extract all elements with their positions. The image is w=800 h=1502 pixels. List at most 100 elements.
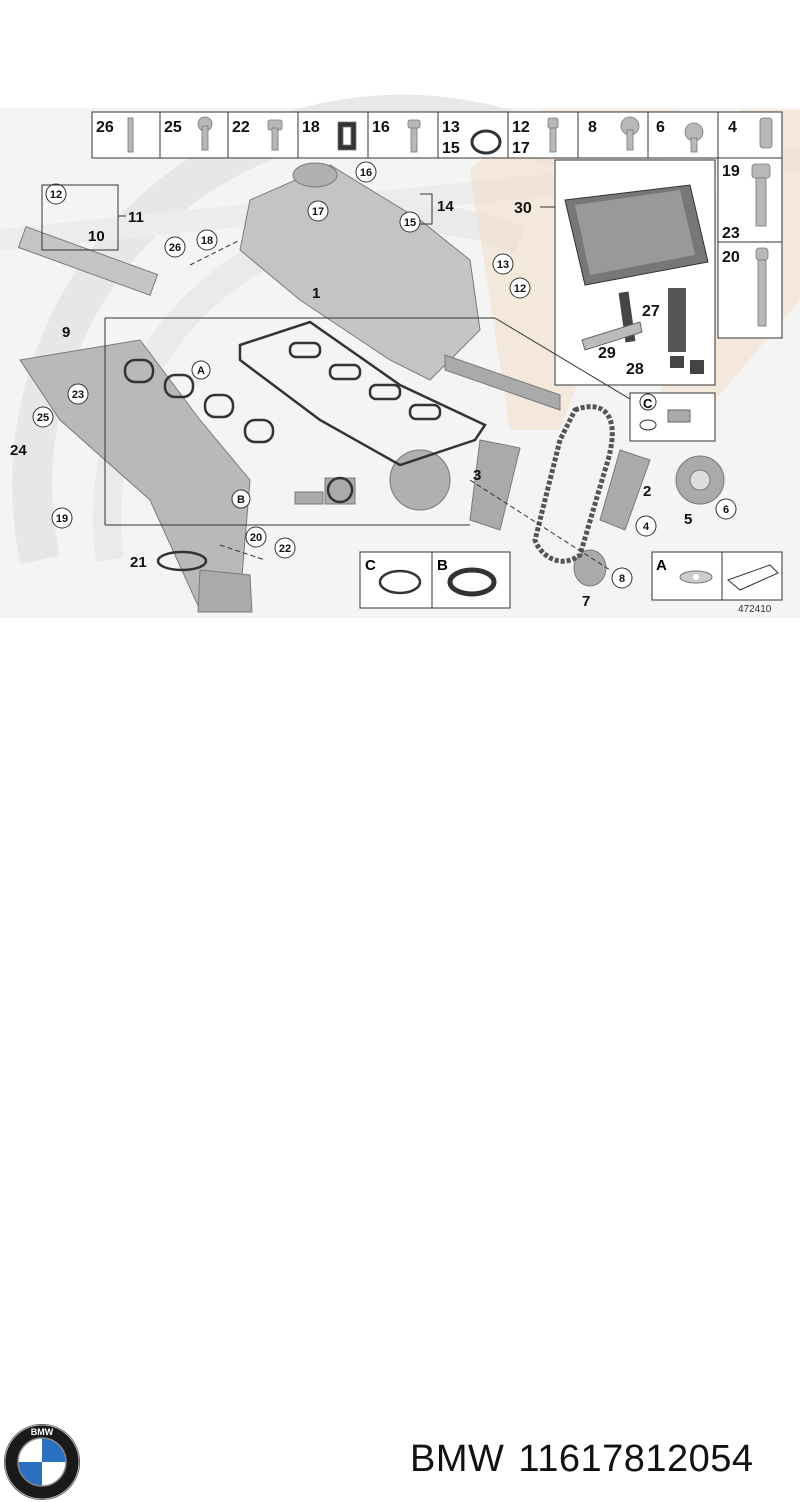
kit-label-29: 29 bbox=[598, 345, 616, 362]
ring-seal-c bbox=[378, 569, 422, 595]
right-label-20: 20 bbox=[722, 249, 740, 266]
callout-2: 2 bbox=[643, 483, 651, 500]
svg-text:17: 17 bbox=[312, 206, 324, 218]
vacuum-pump bbox=[389, 449, 451, 511]
svg-text:15: 15 bbox=[404, 217, 416, 229]
svg-text:19: 19 bbox=[56, 513, 68, 525]
circle-callout-18: 18 bbox=[196, 229, 218, 251]
right-label-19: 19 bbox=[722, 163, 740, 180]
circle-callout-6: 6 bbox=[715, 498, 737, 520]
header-row: 26 25 22 18 16 13 15 12 17 8 6 4 bbox=[91, 111, 783, 159]
leader-lines bbox=[104, 239, 641, 571]
circle-callout-19: 19 bbox=[51, 507, 73, 529]
callout-9: 9 bbox=[62, 324, 70, 341]
footer: BMW BMW 11617812054 bbox=[0, 700, 800, 1500]
circle-callout-25: 25 bbox=[32, 406, 54, 428]
o-ring-icon bbox=[470, 129, 502, 155]
detail-label-c-top: C bbox=[643, 396, 653, 411]
stud-icon bbox=[407, 119, 421, 129]
detail-box-label-c: C bbox=[365, 557, 376, 574]
svg-text:13: 13 bbox=[497, 259, 509, 271]
svg-text:8: 8 bbox=[619, 573, 625, 585]
gasket-set bbox=[123, 320, 487, 572]
header-label-0: 26 bbox=[96, 119, 114, 136]
kit-label-27: 27 bbox=[642, 303, 660, 320]
svg-text:20: 20 bbox=[250, 532, 262, 544]
detail-box-label-b: B bbox=[437, 557, 448, 574]
callout-10: 10 bbox=[88, 228, 105, 245]
svg-text:16: 16 bbox=[360, 167, 372, 179]
detail-box-label-a: A bbox=[656, 557, 667, 574]
circle-callout-13: 13 bbox=[492, 253, 514, 275]
circle-callout-16: 16 bbox=[355, 161, 377, 183]
header-label-5: 13 bbox=[442, 119, 460, 136]
flange-bolt-icon bbox=[751, 163, 771, 179]
circled-callouts: 4 6 8 12 12 13 15 16 17 18 19 20 22 23 2… bbox=[32, 161, 737, 589]
part-number: 11617812054 bbox=[518, 1438, 754, 1480]
ref-number: 472410 bbox=[738, 604, 772, 615]
svg-text:12: 12 bbox=[50, 189, 62, 201]
header-label-2: 22 bbox=[232, 119, 250, 136]
kit-label-30: 30 bbox=[514, 200, 532, 217]
callout-3: 3 bbox=[473, 467, 481, 484]
circle-callout-15: 15 bbox=[399, 211, 421, 233]
seal-detail-boxes: C B A 472410 bbox=[359, 551, 783, 615]
svg-text:23: 23 bbox=[72, 389, 84, 401]
callout-11: 11 bbox=[128, 209, 144, 226]
tensioner-rail bbox=[599, 449, 651, 531]
circle-callout-17: 17 bbox=[307, 200, 329, 222]
rubber-mount-icon bbox=[337, 121, 357, 151]
bmw-logo: BMW bbox=[4, 1424, 80, 1500]
circle-callout-8: 8 bbox=[611, 567, 633, 589]
svg-text:4: 4 bbox=[643, 521, 650, 533]
header-label-4: 16 bbox=[372, 119, 390, 136]
circle-callout-b: B bbox=[231, 489, 251, 509]
header-label-7: 8 bbox=[588, 119, 597, 136]
long-bolt-icon bbox=[755, 247, 769, 261]
svg-text:22: 22 bbox=[279, 543, 291, 555]
circle-callout-a: A bbox=[191, 360, 211, 380]
svg-text:12: 12 bbox=[514, 283, 526, 295]
timing-chain bbox=[532, 404, 615, 564]
arrow-tool-icon bbox=[727, 564, 779, 591]
header-label-3: 18 bbox=[302, 119, 320, 136]
callout-24: 24 bbox=[10, 442, 27, 459]
header-label-5b: 15 bbox=[442, 140, 460, 157]
guide-rail bbox=[469, 439, 521, 531]
svg-text:6: 6 bbox=[723, 504, 729, 516]
header-label-8: 6 bbox=[656, 119, 665, 136]
svg-text:26: 26 bbox=[169, 242, 181, 254]
callout-21: 21 bbox=[130, 554, 147, 571]
svg-text:25: 25 bbox=[37, 412, 49, 424]
header-label-9: 4 bbox=[728, 119, 737, 136]
callout-1: 1 bbox=[312, 285, 320, 302]
product-title: BMW 11617812054 bbox=[410, 1438, 768, 1481]
svg-text:A: A bbox=[197, 365, 205, 377]
right-column: 19 23 20 bbox=[717, 157, 783, 339]
header-label-6b: 17 bbox=[512, 140, 530, 157]
kit-label-28: 28 bbox=[626, 361, 644, 378]
callout-5: 5 bbox=[684, 511, 692, 528]
fuel-rail bbox=[17, 226, 159, 296]
ring-seal-b bbox=[447, 567, 497, 597]
tool-kit-box: 30 27 29 28 bbox=[514, 159, 716, 386]
svg-text:B: B bbox=[237, 494, 245, 506]
brand-name: BMW bbox=[410, 1438, 505, 1480]
circle-callout-20: 20 bbox=[245, 526, 267, 548]
circle-callout-22: 22 bbox=[274, 537, 296, 559]
engine-assembly bbox=[17, 162, 725, 613]
sleeve-icon bbox=[759, 117, 773, 149]
logo-letters: BMW bbox=[31, 1427, 54, 1437]
circle-callout-23: 23 bbox=[67, 383, 89, 405]
svg-text:18: 18 bbox=[201, 235, 213, 247]
circle-callout-26: 26 bbox=[164, 236, 186, 258]
callout-7: 7 bbox=[582, 593, 590, 610]
cylinder-head bbox=[239, 164, 481, 381]
bolt-icon bbox=[127, 117, 134, 153]
parts-diagram: 26 25 22 18 16 13 15 12 17 8 6 4 bbox=[0, 94, 800, 618]
header-label-6: 12 bbox=[512, 119, 530, 136]
circle-callout-12b: 12 bbox=[509, 277, 531, 299]
circle-callout-4: 4 bbox=[635, 515, 657, 537]
right-label-23: 23 bbox=[722, 225, 740, 242]
detail-box-c: C bbox=[629, 392, 716, 442]
